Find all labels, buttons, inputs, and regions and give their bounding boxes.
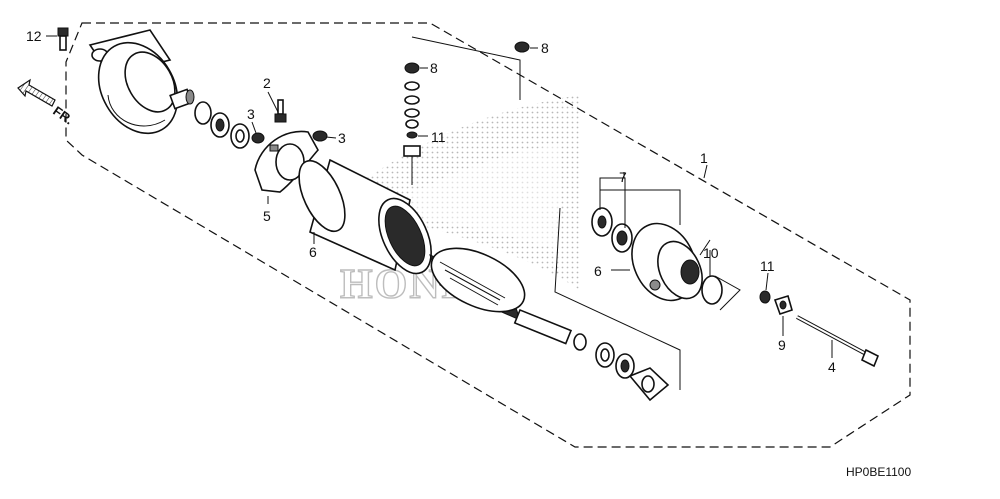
- nut-stack-bracket: [411, 36, 521, 100]
- front-direction-label: FR.: [50, 103, 76, 127]
- callout-2: 2: [263, 75, 271, 91]
- callout-1: 1: [700, 150, 708, 166]
- callout-12: 12: [26, 28, 42, 44]
- bolt-12-icon: [57, 27, 69, 51]
- callout-11-stack: 11: [431, 129, 446, 145]
- washer-stack-right-icon: [595, 342, 670, 402]
- callout-8-top: 8: [541, 40, 549, 56]
- o-ring-3-left-icon: [251, 132, 265, 144]
- callout-6-left: 6: [309, 244, 317, 260]
- callout-7: 7: [619, 169, 627, 185]
- front-direction-arrow-icon: [17, 78, 56, 107]
- callout-5: 5: [263, 208, 271, 224]
- front-cover-icon: [88, 29, 179, 135]
- bearing-7-icon: [591, 207, 633, 253]
- honda-wing-watermark: [330, 95, 580, 290]
- callout-9: 9: [778, 337, 786, 353]
- bushing-icon: [169, 88, 195, 110]
- callout-10: 10: [703, 245, 719, 261]
- washer-stack-left-icon: [194, 101, 250, 149]
- nut-8-stack-icon: [403, 62, 421, 185]
- diagram-code: HP0BE1100: [846, 465, 911, 479]
- washer-11-right-icon: [759, 290, 771, 304]
- o-ring-3-right-icon: [312, 130, 328, 142]
- callout-6-right: 6: [594, 263, 602, 279]
- callout-4: 4: [828, 359, 836, 375]
- nut-8-top-icon: [514, 41, 530, 53]
- callout-3-right: 3: [338, 130, 346, 146]
- assembly-outline: [65, 22, 911, 448]
- callout-11-right: 11: [760, 258, 775, 274]
- screw-2-icon: [274, 99, 287, 123]
- armature-icon: [429, 247, 587, 351]
- callout-3-left: 3: [247, 106, 255, 122]
- o-ring-10-icon: [701, 275, 723, 305]
- nut-9-icon: [773, 294, 793, 316]
- brush-holder-5-icon: [254, 130, 319, 193]
- callout-8-stack: 8: [430, 60, 438, 76]
- through-bolt-4-icon: [796, 315, 880, 368]
- rear-cover-6-icon: [631, 222, 703, 302]
- yoke-housing-6-icon: [298, 158, 432, 275]
